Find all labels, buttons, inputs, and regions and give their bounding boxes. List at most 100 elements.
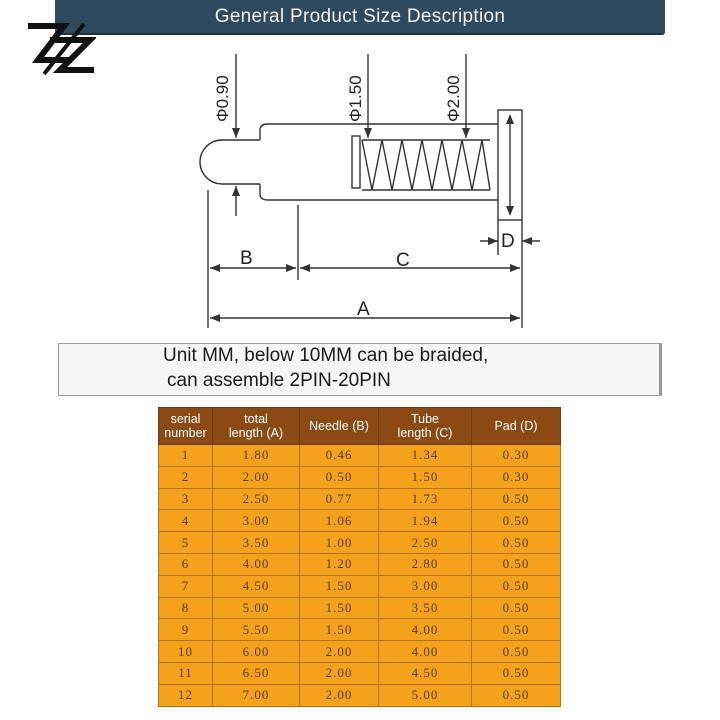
table-cell-needle: 0.77 [299,487,379,511]
table-cell-serial-number: 2 [158,465,213,489]
table-cell-total-length: 1.80 [212,444,300,467]
header-text: serial [170,412,201,426]
label-b: B [240,248,253,269]
label-a: A [357,299,370,320]
header-text: number [164,426,207,440]
table-cell-needle: 1.00 [299,531,379,554]
pad-flange [497,109,523,221]
table-cell-pad: 0.50 [471,531,561,554]
table-cell-serial-number: 8 [158,596,213,620]
table-cell-tube-length: 2.80 [378,552,472,576]
table-cell-serial-number: 3 [158,487,213,511]
table-cell-serial-number: 9 [158,618,213,642]
table-cell-serial-number: 7 [158,574,213,598]
table-cell-total-length: 6.50 [212,661,300,685]
header-text: Tube [410,412,440,426]
header-pad: Pad (D) [471,407,561,445]
table-cell-pad: 0.50 [471,661,561,685]
label-c: C [396,250,410,271]
table-cell-needle: 1.20 [299,552,379,576]
table-cell-tube-length: 4.00 [378,640,472,663]
table-cell-pad: 0.50 [471,487,561,511]
table-cell-tube-length: 1.94 [378,509,472,533]
table-cell-tube-length: 4.00 [378,618,472,642]
table-cell-needle: 2.00 [299,640,379,663]
table-cell-needle: 0.50 [299,465,379,489]
header-text: Needle (B) [309,419,369,433]
table-cell-total-length: 4.50 [212,574,300,598]
table-cell-tube-length: 1.34 [378,444,472,467]
table-cell-total-length: 5.50 [212,618,300,642]
table-cell-total-length: 3.00 [212,509,300,533]
table-cell-needle: 1.50 [299,618,379,642]
note-box: Unit MM, below 10MM can be braided, can … [58,343,662,396]
table-cell-tube-length: 1.50 [378,465,472,489]
table-cell-serial-number: 1 [158,444,213,467]
header-text: length (A) [228,426,284,440]
table-cell-needle: 1.50 [299,574,379,598]
table-cell-serial-number: 11 [158,661,213,685]
table-cell-needle: 1.06 [299,509,379,533]
spring [361,139,491,191]
table-cell-needle: 2.00 [299,683,379,707]
table-cell-tube-length: 3.50 [378,596,472,620]
table-cell-pad: 0.30 [471,465,561,489]
table-cell-pad: 0.50 [471,683,561,707]
note-line-1: Unit MM, below 10MM can be braided, [163,345,489,366]
label-phi-tip: Φ0.90 [213,75,232,122]
table-cell-needle: 0.46 [299,444,379,467]
table-cell-pad: 0.50 [471,596,561,620]
table-cell-pad: 0.50 [471,574,561,598]
table-cell-total-length: 5.00 [212,596,300,620]
table-cell-total-length: 2.50 [212,487,300,511]
table-cell-pad: 0.50 [471,552,561,576]
banner-title: General Product Size Description [214,6,506,27]
table-cell-pad: 0.50 [471,509,561,533]
note-line-2: can assemble 2PIN-20PIN [167,370,391,391]
pogo-pin-diagram: Φ0.90 Φ1.50 Φ2.00 B C A D [199,54,540,328]
table-cell-total-length: 3.50 [212,531,300,554]
header-text: total [244,412,268,426]
table-cell-serial-number: 5 [158,531,213,554]
table-cell-total-length: 7.00 [212,683,300,707]
inner-plunger [351,135,361,189]
table-cell-tube-length: 4.50 [378,661,472,685]
table-cell-tube-length: 2.50 [378,531,472,554]
tube-body [298,123,498,201]
table-cell-pad: 0.30 [471,444,561,467]
brand-logo-icon [28,22,96,76]
header-needle: Needle (B) [299,407,379,445]
table-cell-pad: 0.50 [471,640,561,663]
table-cell-tube-length: 1.73 [378,487,472,511]
table-cell-serial-number: 10 [158,640,213,663]
header-text: length (C) [397,426,453,440]
table-cell-serial-number: 6 [158,552,213,576]
needle-body [259,123,298,201]
label-phi-spring: Φ1.50 [346,75,365,122]
table-cell-tube-length: 5.00 [378,683,472,707]
header-banner: General Product Size Description [55,0,665,35]
table-cell-pad: 0.50 [471,618,561,642]
header-text: Pad (D) [494,419,538,433]
table-cell-total-length: 6.00 [212,640,300,663]
table-cell-total-length: 2.00 [212,465,300,489]
table-cell-tube-length: 3.00 [378,574,472,598]
table-cell-serial-number: 4 [158,509,213,533]
